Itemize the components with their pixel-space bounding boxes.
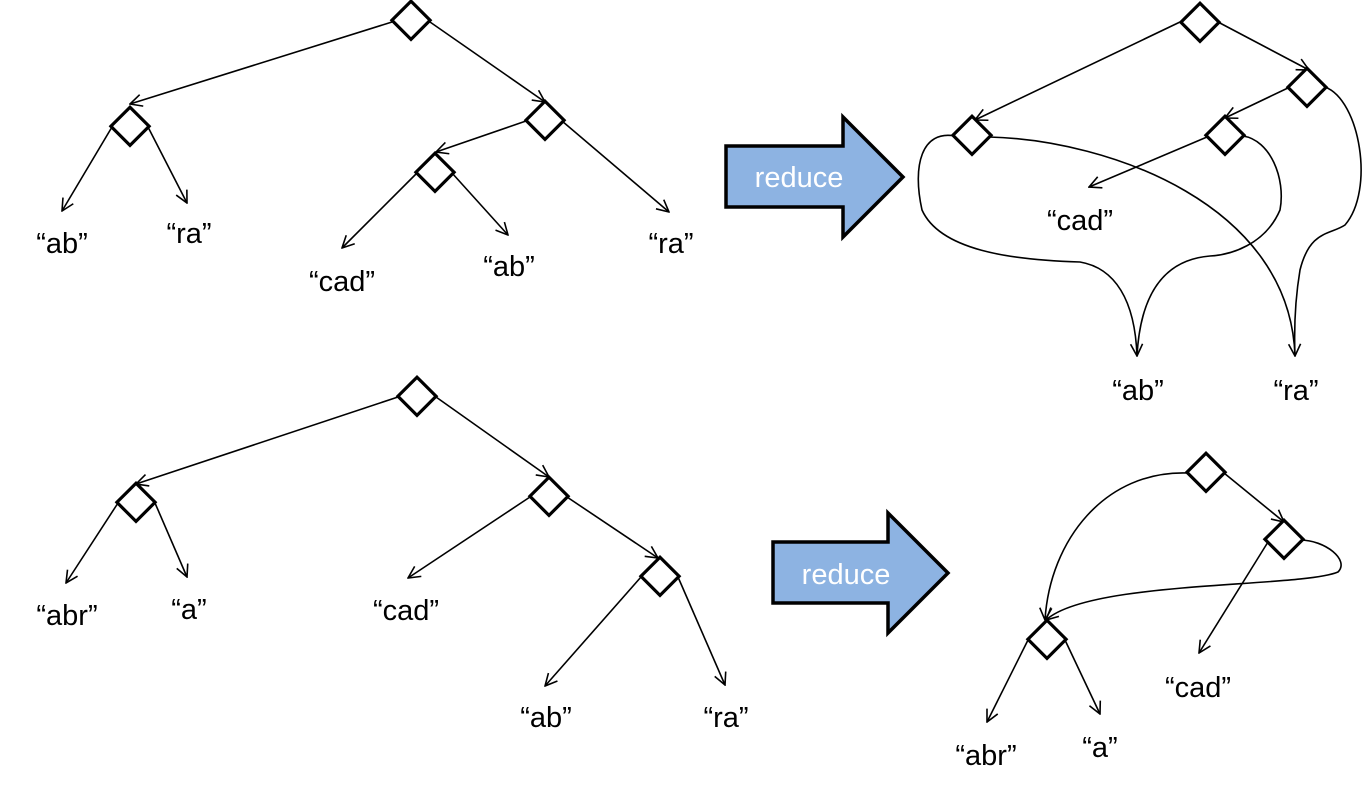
edge — [1199, 541, 1269, 653]
concat-node — [1262, 517, 1306, 561]
concat-node — [389, 0, 433, 42]
reduce-arrow-1: reduce — [724, 112, 906, 242]
concat-node — [108, 104, 152, 148]
reduce-arrow-2: reduce — [771, 508, 951, 638]
edge — [130, 21, 393, 104]
edge — [436, 120, 527, 152]
edge — [1089, 136, 1208, 187]
concat-node — [1184, 450, 1228, 494]
concat-node — [527, 474, 571, 518]
concat-node — [1178, 0, 1222, 44]
dag-1: “cad” “ab” “ra” — [917, 0, 1362, 407]
edge — [66, 502, 119, 583]
edge — [1223, 472, 1284, 522]
concat-node — [114, 480, 158, 524]
edge — [147, 126, 187, 203]
leaf-label: “cad” — [1047, 205, 1113, 237]
edge — [342, 172, 418, 248]
edge — [561, 120, 669, 212]
edge — [988, 136, 1295, 356]
leaf-label: “a” — [171, 594, 206, 626]
edge — [545, 576, 642, 686]
concat-node — [395, 374, 439, 418]
leaf-label: “cad” — [373, 595, 439, 627]
leaf-label: “ra” — [703, 702, 748, 734]
leaf-label: “ab” — [36, 228, 88, 260]
reduce-label: reduce — [802, 559, 891, 591]
concat-node — [413, 150, 457, 194]
concat-node — [1025, 617, 1069, 661]
leaf-label: “abr” — [955, 740, 1016, 772]
reduce-arrow-shape — [771, 508, 951, 638]
dag-2: “abr” “a” “cad” — [955, 450, 1342, 772]
leaf-label: “ab” — [1112, 375, 1164, 407]
edge — [408, 496, 531, 578]
edge — [1136, 135, 1282, 357]
concat-node — [1203, 113, 1247, 157]
edge — [1293, 86, 1362, 357]
tree-2: “abr” “a” “cad” “ab” “ra” — [36, 374, 749, 734]
leaf-label: “ra” — [1273, 375, 1318, 407]
leaf-label: “abr” — [36, 600, 97, 632]
leaf-label: “cad” — [309, 266, 375, 298]
leaf-label: “a” — [1082, 732, 1117, 764]
edge — [566, 496, 658, 558]
concat-node — [638, 554, 682, 598]
leaf-label: “ab” — [483, 251, 535, 283]
edge — [1046, 539, 1342, 620]
reduce-label: reduce — [755, 162, 844, 194]
tree-1: “ab” “ra” “cad” “ab” “ra” — [36, 0, 694, 298]
leaf-label: “ra” — [648, 228, 693, 260]
edge — [154, 502, 187, 577]
concat-node — [950, 113, 994, 157]
leaf-label: “ab” — [520, 702, 572, 734]
edge — [677, 576, 725, 685]
edge — [1064, 639, 1100, 714]
leaf-label: “ra” — [166, 218, 211, 250]
edge — [62, 126, 113, 211]
edge — [429, 21, 545, 102]
leaf-label: “cad” — [1165, 672, 1231, 704]
edge — [1217, 21, 1309, 70]
concat-node — [1285, 65, 1329, 109]
edge — [136, 396, 399, 484]
edge — [1225, 86, 1291, 118]
reduce-arrow-shape — [724, 112, 906, 242]
edge — [451, 172, 508, 235]
edge — [917, 134, 1137, 356]
edge — [987, 639, 1029, 722]
edge — [1045, 472, 1189, 620]
edge — [435, 396, 549, 477]
concat-node — [523, 98, 567, 142]
edge — [975, 21, 1181, 120]
